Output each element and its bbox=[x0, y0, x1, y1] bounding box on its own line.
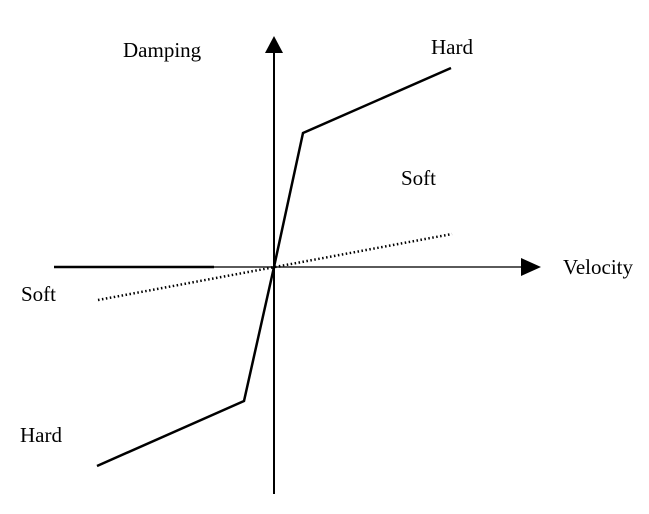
damping-axis-label: Damping bbox=[123, 38, 202, 62]
velocity-axis-arrowhead bbox=[521, 258, 541, 276]
soft-lower-label: Soft bbox=[21, 282, 56, 306]
hard-upper-label: Hard bbox=[431, 35, 473, 59]
soft-damping-curve bbox=[97, 232, 453, 302]
hard-lower-label: Hard bbox=[20, 423, 62, 447]
soft-upper-label: Soft bbox=[401, 166, 436, 190]
velocity-axis-label: Velocity bbox=[563, 255, 633, 279]
damping-axis-arrowhead bbox=[265, 36, 283, 53]
hard-damping-curve bbox=[96, 66, 452, 468]
